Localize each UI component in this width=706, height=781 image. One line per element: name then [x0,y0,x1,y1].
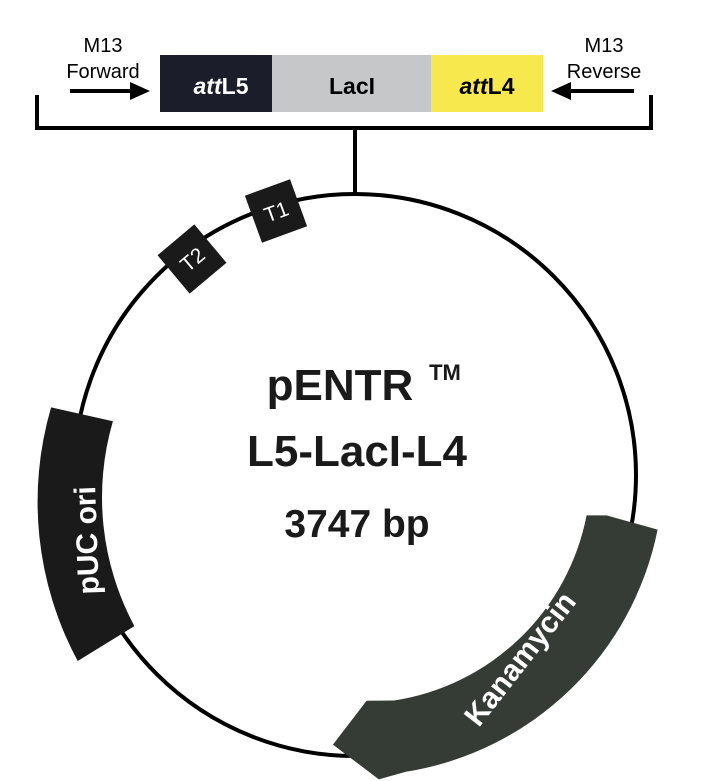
m13-reverse-line2: Reverse [567,61,641,83]
t2-terminator: T2 [157,224,227,294]
m13-reverse-line1: M13 [585,35,624,57]
puc-ori-feature [37,407,135,661]
laci-label: LacI [329,73,375,99]
att-l5-label: attL5 [194,73,249,99]
plasmid-size: 3747 bp [284,503,429,546]
kanamycin-feature [332,515,658,780]
m13-forward-line1: M13 [84,35,123,57]
m13-forward-line2: Forward [66,61,139,83]
cassette-bracket [35,95,653,130]
trademark-mark: TM [429,360,461,385]
t1-terminator: T1 [244,179,308,243]
construct-name: L5-LacI-L4 [247,427,468,476]
att-l4-label: attL4 [460,73,515,99]
att-l5-box [160,55,272,112]
puc-ori-label: pUC ori [69,486,106,595]
laci-box [272,55,431,112]
att-l4-box [431,55,543,112]
reverse-arrow-icon [551,82,634,100]
forward-arrow-icon [70,82,150,100]
plasmid-name: pENTR [267,361,414,410]
